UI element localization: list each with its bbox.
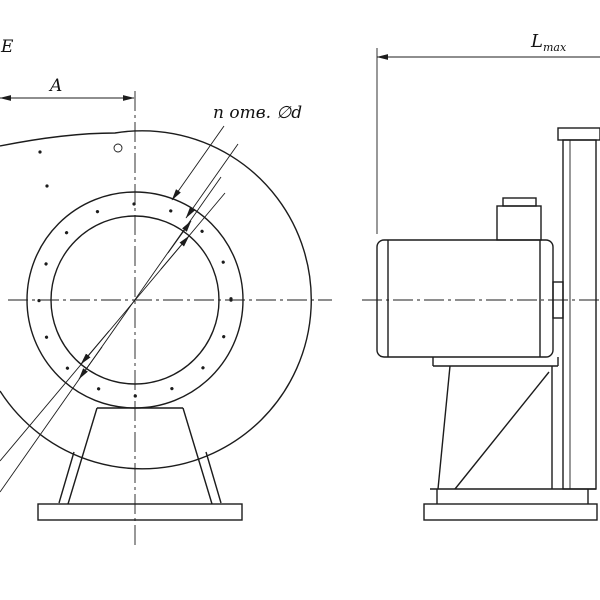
leader-line-2 xyxy=(185,143,239,219)
casing-top-flange xyxy=(557,127,600,141)
dim-a-label: A xyxy=(48,76,62,96)
terminal-box xyxy=(496,205,542,241)
lmax-label-sub: max xyxy=(543,41,567,54)
dim-arrow xyxy=(78,346,103,380)
leader-line-1 xyxy=(171,125,225,201)
scroll-hole-icon xyxy=(113,143,123,153)
gusset-right xyxy=(205,451,222,504)
base-plate-side xyxy=(423,503,598,521)
lmax-label: Lmax xyxy=(530,31,567,54)
holes-leader: n отв. ∅d xyxy=(171,103,302,219)
dimension-lmax: Lmax xyxy=(376,31,600,234)
rivet-dot-1 xyxy=(38,150,42,154)
motor-body xyxy=(376,239,554,358)
pedestal-left xyxy=(67,407,98,505)
dim-diameter-line-1 xyxy=(0,192,226,462)
dim-arrow xyxy=(167,220,192,254)
dim-arrow xyxy=(80,330,110,365)
base-plate-front xyxy=(37,503,243,521)
pedestal-right xyxy=(182,407,213,505)
stand-left-edge xyxy=(437,365,451,490)
dim-arrow xyxy=(160,235,190,270)
lmax-label-base: L xyxy=(530,31,543,52)
stand-gusset xyxy=(454,371,550,490)
diameter-dimensions xyxy=(0,176,226,493)
front-view: n отв. ∅d A E xyxy=(0,37,332,546)
label-e: E xyxy=(0,37,14,57)
dimension-a: A xyxy=(0,76,135,101)
terminal-box-cap xyxy=(502,197,537,207)
rivet-dot-2 xyxy=(45,184,49,188)
volute-outline xyxy=(0,130,312,470)
holes-label: n отв. ∅d xyxy=(213,103,302,123)
side-view: Lmax xyxy=(362,31,600,521)
gusset-left xyxy=(58,451,75,504)
casing-slab xyxy=(562,139,597,490)
